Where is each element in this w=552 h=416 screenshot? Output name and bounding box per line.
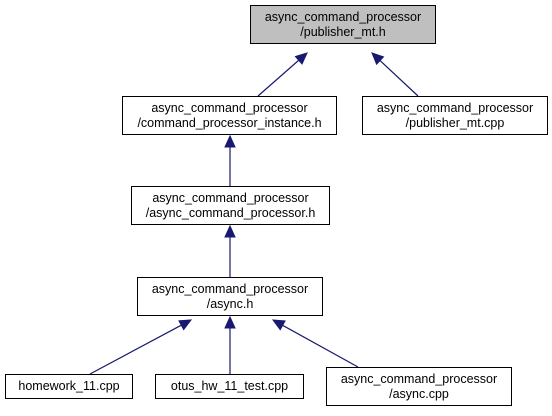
node-label-line: async_command_processor xyxy=(151,281,309,296)
node-label-line: /publisher_mt.h xyxy=(300,24,386,39)
node-label-line: homework_11.cpp xyxy=(18,379,120,393)
node-label-line: async_command_processor xyxy=(151,100,308,115)
edge-line xyxy=(89,324,182,375)
edge-arrowhead xyxy=(224,134,236,148)
node-label-line: /async_command_processor.h xyxy=(145,205,316,220)
edge-arrowhead xyxy=(224,315,236,329)
edge-arrowhead xyxy=(294,52,308,65)
edge-arrowhead xyxy=(178,319,193,331)
node-async-h[interactable]: async_command_processor /async.h xyxy=(137,277,323,316)
node-command-processor-instance-h[interactable]: async_command_processor /command_process… xyxy=(122,96,337,135)
node-label-line: /command_processor_instance.h xyxy=(137,115,322,130)
node-label-line: async_command_processor xyxy=(152,190,309,205)
node-label-line: /async.cpp xyxy=(389,386,449,401)
node-label-line: async_command_processor xyxy=(340,371,498,386)
node-async-cpp[interactable]: async_command_processor /async.cpp xyxy=(326,367,512,406)
node-label-line: async_command_processor xyxy=(376,100,534,115)
edge-line xyxy=(257,59,300,97)
node-publisher-mt-h: async_command_processor /publisher_mt.h xyxy=(250,5,436,44)
node-homework-11-cpp[interactable]: homework_11.cpp xyxy=(5,374,133,399)
node-label-line: async_command_processor xyxy=(264,9,422,24)
edge-arrowhead xyxy=(224,224,236,238)
edge-line xyxy=(282,324,359,368)
node-async-command-processor-h[interactable]: async_command_processor /async_command_p… xyxy=(131,186,330,225)
edge-line xyxy=(379,60,419,97)
edge-arrowhead xyxy=(271,319,286,331)
edge-arrowhead xyxy=(371,52,385,66)
node-publisher-mt-cpp[interactable]: async_command_processor /publisher_mt.cp… xyxy=(362,96,548,135)
node-label-line: /publisher_mt.cpp xyxy=(405,115,505,130)
node-label-line: /async.h xyxy=(206,296,254,311)
node-otus-hw-11-test-cpp[interactable]: otus_hw_11_test.cpp xyxy=(155,374,304,399)
node-label-line: otus_hw_11_test.cpp xyxy=(170,379,289,393)
